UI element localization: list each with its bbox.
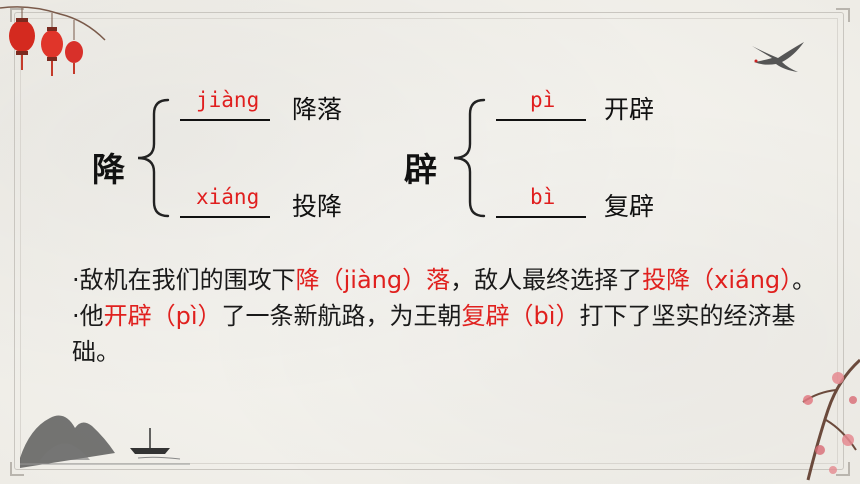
- left-brace-icon: [137, 98, 170, 218]
- word-label: 降落: [292, 95, 343, 124]
- highlighted-word: 复辟（bì）: [461, 302, 580, 330]
- sentence-text: 他: [79, 302, 104, 330]
- highlighted-word: 降（jiàng）落: [295, 266, 451, 294]
- highlighted-word: 开辟（pì）: [103, 302, 222, 330]
- word-label: 开辟: [604, 95, 655, 124]
- plum-blossom-icon: [802, 358, 860, 481]
- blank-line: [180, 216, 270, 218]
- pinyin-answer: xiáng: [196, 185, 260, 209]
- inner-frame: [20, 18, 838, 464]
- bullet: ·: [72, 302, 80, 330]
- red-lantern-icon: [0, 6, 106, 76]
- group-char-pi: 辟: [404, 150, 437, 189]
- sentence-text: ，敌人最终选择了: [450, 266, 643, 294]
- word-label: 复辟: [604, 192, 655, 221]
- sentence-1: ·敌机在我们的围攻下降（jiàng）落，敌人最终选择了投降（xiáng）。: [72, 262, 832, 298]
- ink-landscape-icon: [20, 415, 190, 468]
- sentence-text: 敌机在我们的围攻下: [79, 266, 296, 294]
- pinyin-answer: jiàng: [196, 88, 260, 112]
- sentence-text: 了一条新航路，为王朝: [221, 302, 462, 330]
- blank-line: [496, 216, 586, 218]
- group-char-jiang: 降: [92, 150, 125, 189]
- left-brace-icon: [453, 98, 486, 218]
- word-label: 投降: [292, 192, 343, 221]
- highlighted-word: 投降（xiáng）: [642, 266, 793, 294]
- frame-corner: [836, 8, 850, 22]
- sentence-2: ·他开辟（pì）了一条新航路，为王朝复辟（bì）打下了坚实的经济基础。: [72, 298, 832, 370]
- example-sentences: ·敌机在我们的围攻下降（jiàng）落，敌人最终选择了投降（xiáng）。 ·他…: [72, 262, 832, 370]
- sentence-text: 打下了坚实的经济基础。: [72, 302, 796, 366]
- outer-frame: [14, 12, 844, 470]
- frame-corner: [10, 8, 24, 22]
- pinyin-answer: bì: [530, 185, 556, 209]
- frame-corner: [10, 462, 24, 476]
- bullet: ·: [72, 266, 80, 294]
- blank-line: [496, 119, 586, 121]
- blank-line: [180, 119, 270, 121]
- pinyin-answer: pì: [530, 88, 556, 112]
- flying-crane-icon: [752, 42, 804, 72]
- frame-corner: [836, 462, 850, 476]
- sentence-text: 。: [792, 266, 817, 294]
